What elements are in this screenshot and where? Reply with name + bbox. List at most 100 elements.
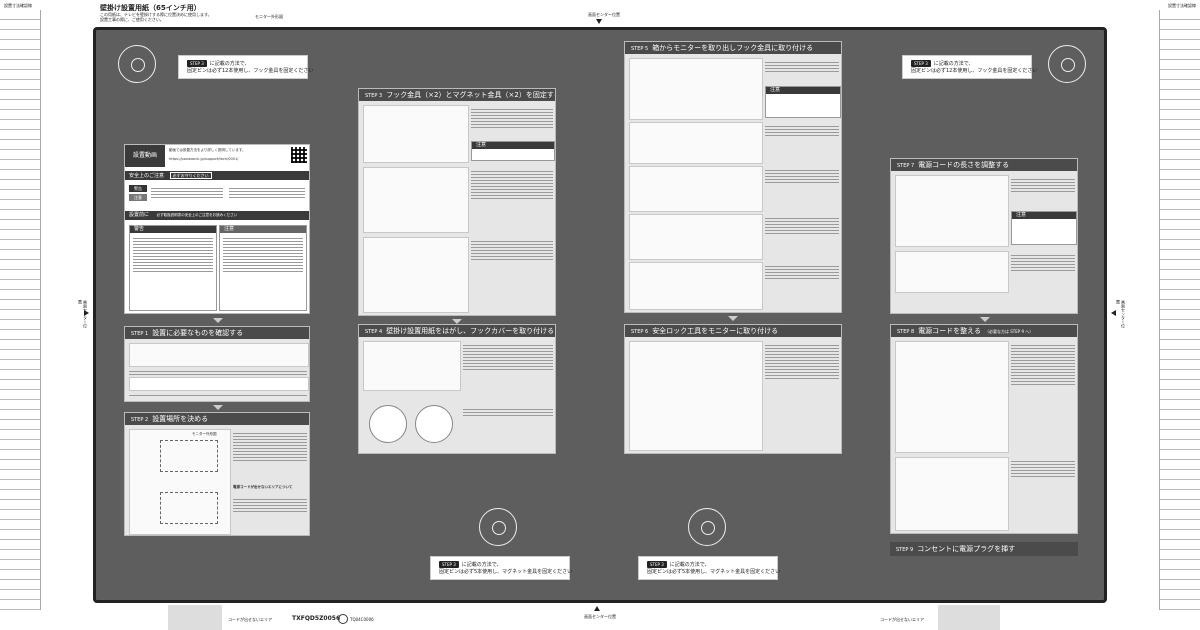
step8-illustration-1 [895, 341, 1009, 453]
center-top-marker [596, 19, 602, 24]
safety-text-lines-2 [229, 186, 305, 200]
center-bottom-marker [594, 606, 600, 611]
flow-arrow-5 [980, 317, 990, 322]
step2-wall-illustration: モニター外形図 [129, 429, 231, 535]
video-title: 設置動画 [125, 145, 165, 167]
subtitle-line-1: この用紙は、テレビを壁掛けする際に位置決めに使用します。 [100, 12, 212, 17]
step1-text [129, 369, 307, 377]
step5-illustration-1 [629, 58, 763, 120]
step4-text-2 [463, 407, 553, 418]
step8-text-1 [1011, 343, 1075, 387]
subtitle-line-2: 設置工事の際に、ご使用ください。 [100, 17, 164, 22]
step3-illustration-1 [363, 105, 469, 163]
warning-label: 警告 [129, 185, 147, 192]
left-ruler [0, 10, 41, 610]
step5-illustration-5 [629, 262, 763, 310]
step6-illustration [629, 341, 763, 451]
corner-label-right: 設置寸法確認線 [1168, 3, 1196, 8]
step1-text-2 [129, 393, 307, 398]
corner-label-left: 設置寸法確認線 [4, 3, 32, 8]
step4-illustration-1 [363, 341, 461, 391]
step7-text-2 [1011, 253, 1075, 273]
video-text: 動画では設置方法をより詳しく説明しています。 [169, 148, 246, 152]
right-ruler [1159, 10, 1200, 610]
step1-note-box [129, 377, 309, 391]
step5-illustration-2 [629, 122, 763, 164]
no-cord-area-left [168, 605, 222, 630]
step5-illustration-3 [629, 166, 763, 212]
step8-text-2 [1011, 459, 1075, 479]
step4-circle-illustration-2 [415, 405, 453, 443]
step1-items-illustration [129, 343, 309, 367]
footer-left-label: コードが出せないエリア [228, 617, 272, 622]
step5-caution: 注意 [765, 86, 841, 118]
step8-illustration-2 [895, 457, 1009, 531]
side-marker-left [84, 310, 89, 316]
step5-text-3 [765, 168, 839, 185]
small-code: TQ04C0006 [350, 617, 374, 622]
pin-marker-bottom-right [688, 508, 726, 546]
center-top-label: 画面センター位置 [588, 12, 620, 17]
pin-marker-top-right [1048, 45, 1086, 83]
before-heading: 設置前に 必ず取扱説明書の安全上のご注意をお読みください [125, 211, 309, 220]
step4-text-1 [463, 343, 553, 372]
step7-caution: 注意 [1011, 211, 1077, 245]
step3-text-1 [471, 107, 553, 130]
video-url[interactable]: https://panasonic.jp/support/tech/0001/ [169, 157, 239, 161]
step5-text-5 [765, 264, 839, 281]
step2-text-2 [233, 497, 307, 514]
pin-marker-bottom-left [479, 508, 517, 546]
safety-text-lines [151, 186, 223, 200]
step5-text-2 [765, 124, 839, 138]
no-cord-area-right [938, 605, 1000, 630]
step3-illustration-3 [363, 237, 469, 313]
flow-arrow-1 [213, 318, 223, 323]
step5-text-4 [765, 216, 839, 236]
step2-cord-label: 電源コードが出せないエリアについて [233, 485, 293, 489]
recycle-icon [338, 614, 348, 624]
flow-arrow-2 [213, 405, 223, 410]
step7-illustration-1 [895, 175, 1009, 247]
step4-circle-illustration-1 [369, 405, 407, 443]
step3-text-2 [471, 169, 553, 201]
page-title: 壁掛け設置用紙（65インチ用） [100, 4, 201, 12]
side-label-right: 画面センター位置 [1116, 300, 1126, 328]
step7-illustration-2 [895, 251, 1009, 293]
step5-text-1 [765, 60, 839, 74]
warning-box: 警告 [129, 225, 217, 311]
center-bottom-label: 画面センター位置 [584, 614, 616, 619]
qr-code-icon[interactable] [291, 147, 307, 163]
step2-text [233, 431, 307, 463]
document-code: TXFQD5Z0056 [292, 615, 341, 622]
step3-illustration-2 [363, 167, 469, 233]
step3-text-3 [471, 239, 553, 262]
caution-box: 注意 [219, 225, 307, 311]
flow-arrow-3 [452, 319, 462, 324]
pin-marker-top-left [118, 45, 156, 83]
safety-heading: 安全上のご注意 必ずお守りください [125, 171, 309, 180]
step5-illustration-4 [629, 214, 763, 260]
step2-wall-label: モニター外形図 [192, 432, 217, 436]
flow-arrow-4 [728, 316, 738, 321]
side-label-left: 画面センター位置 [78, 300, 88, 328]
